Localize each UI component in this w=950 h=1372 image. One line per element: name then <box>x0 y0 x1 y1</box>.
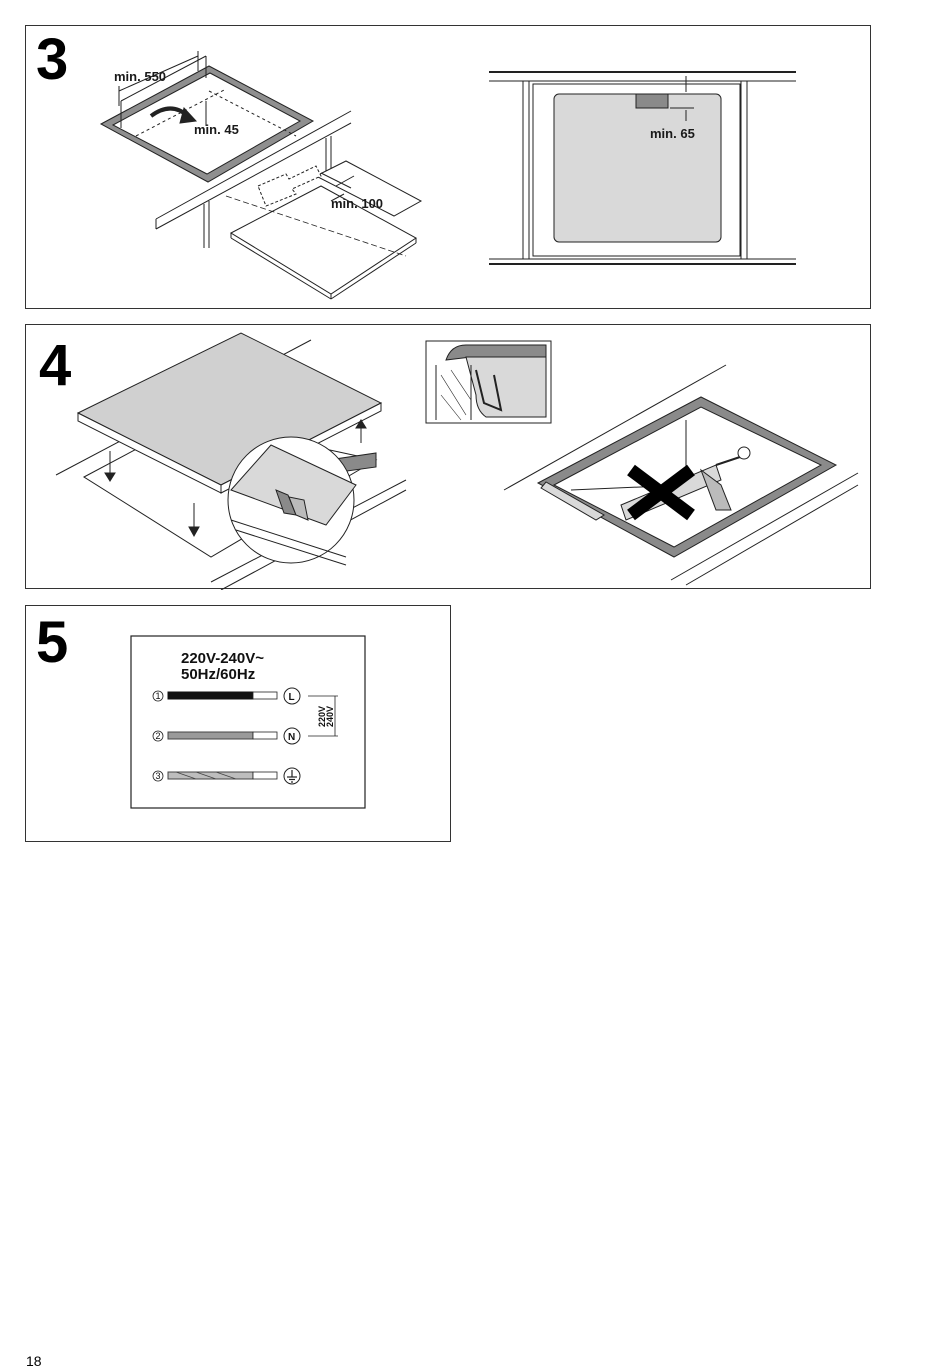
ground-icon <box>283 767 301 785</box>
step-5-wiring-diagram: 220V-240V~ 50Hz/60Hz 1 L 2 N 3 <box>130 635 366 809</box>
voltage-bracket <box>308 695 338 737</box>
bracket-label-220v: 220V <box>317 706 327 727</box>
wire-index: 2 <box>156 731 161 741</box>
frequency-label: 50Hz/60Hz <box>181 666 255 683</box>
step-4-panel: 4 <box>25 324 871 590</box>
dim-min-100: min. 100 <box>331 196 383 211</box>
step-3-illustration: min. 550 min. 45 min. 100 min. 65 <box>99 51 796 300</box>
step-number: 4 <box>39 333 71 398</box>
voltage-label: 220V-240V~ <box>181 650 264 667</box>
step-5-panel: 5 220V-240V~ 50Hz/60Hz 1 L 2 N 3 <box>25 605 451 842</box>
wire-index: 1 <box>156 691 161 701</box>
page-number: 18 <box>26 1353 42 1369</box>
dim-min-65: min. 65 <box>650 126 695 141</box>
step-4-illustration <box>55 332 859 590</box>
worktop-cutout-drawing <box>99 51 423 300</box>
dim-min-550: min. 550 <box>114 69 166 84</box>
step-3-panel: 3 <box>25 25 871 309</box>
terminal-L: L <box>289 692 295 703</box>
wire-index: 3 <box>156 771 161 781</box>
prohibited-x-icon <box>627 464 695 521</box>
bracket-label-240v: 240V <box>325 706 335 727</box>
step-number: 5 <box>36 610 68 675</box>
terminal-N: N <box>288 732 295 743</box>
dim-min-45: min. 45 <box>194 122 239 137</box>
cabinet-front-view <box>489 71 796 265</box>
step-number: 3 <box>36 27 68 92</box>
hob-placement-drawing <box>55 332 859 590</box>
